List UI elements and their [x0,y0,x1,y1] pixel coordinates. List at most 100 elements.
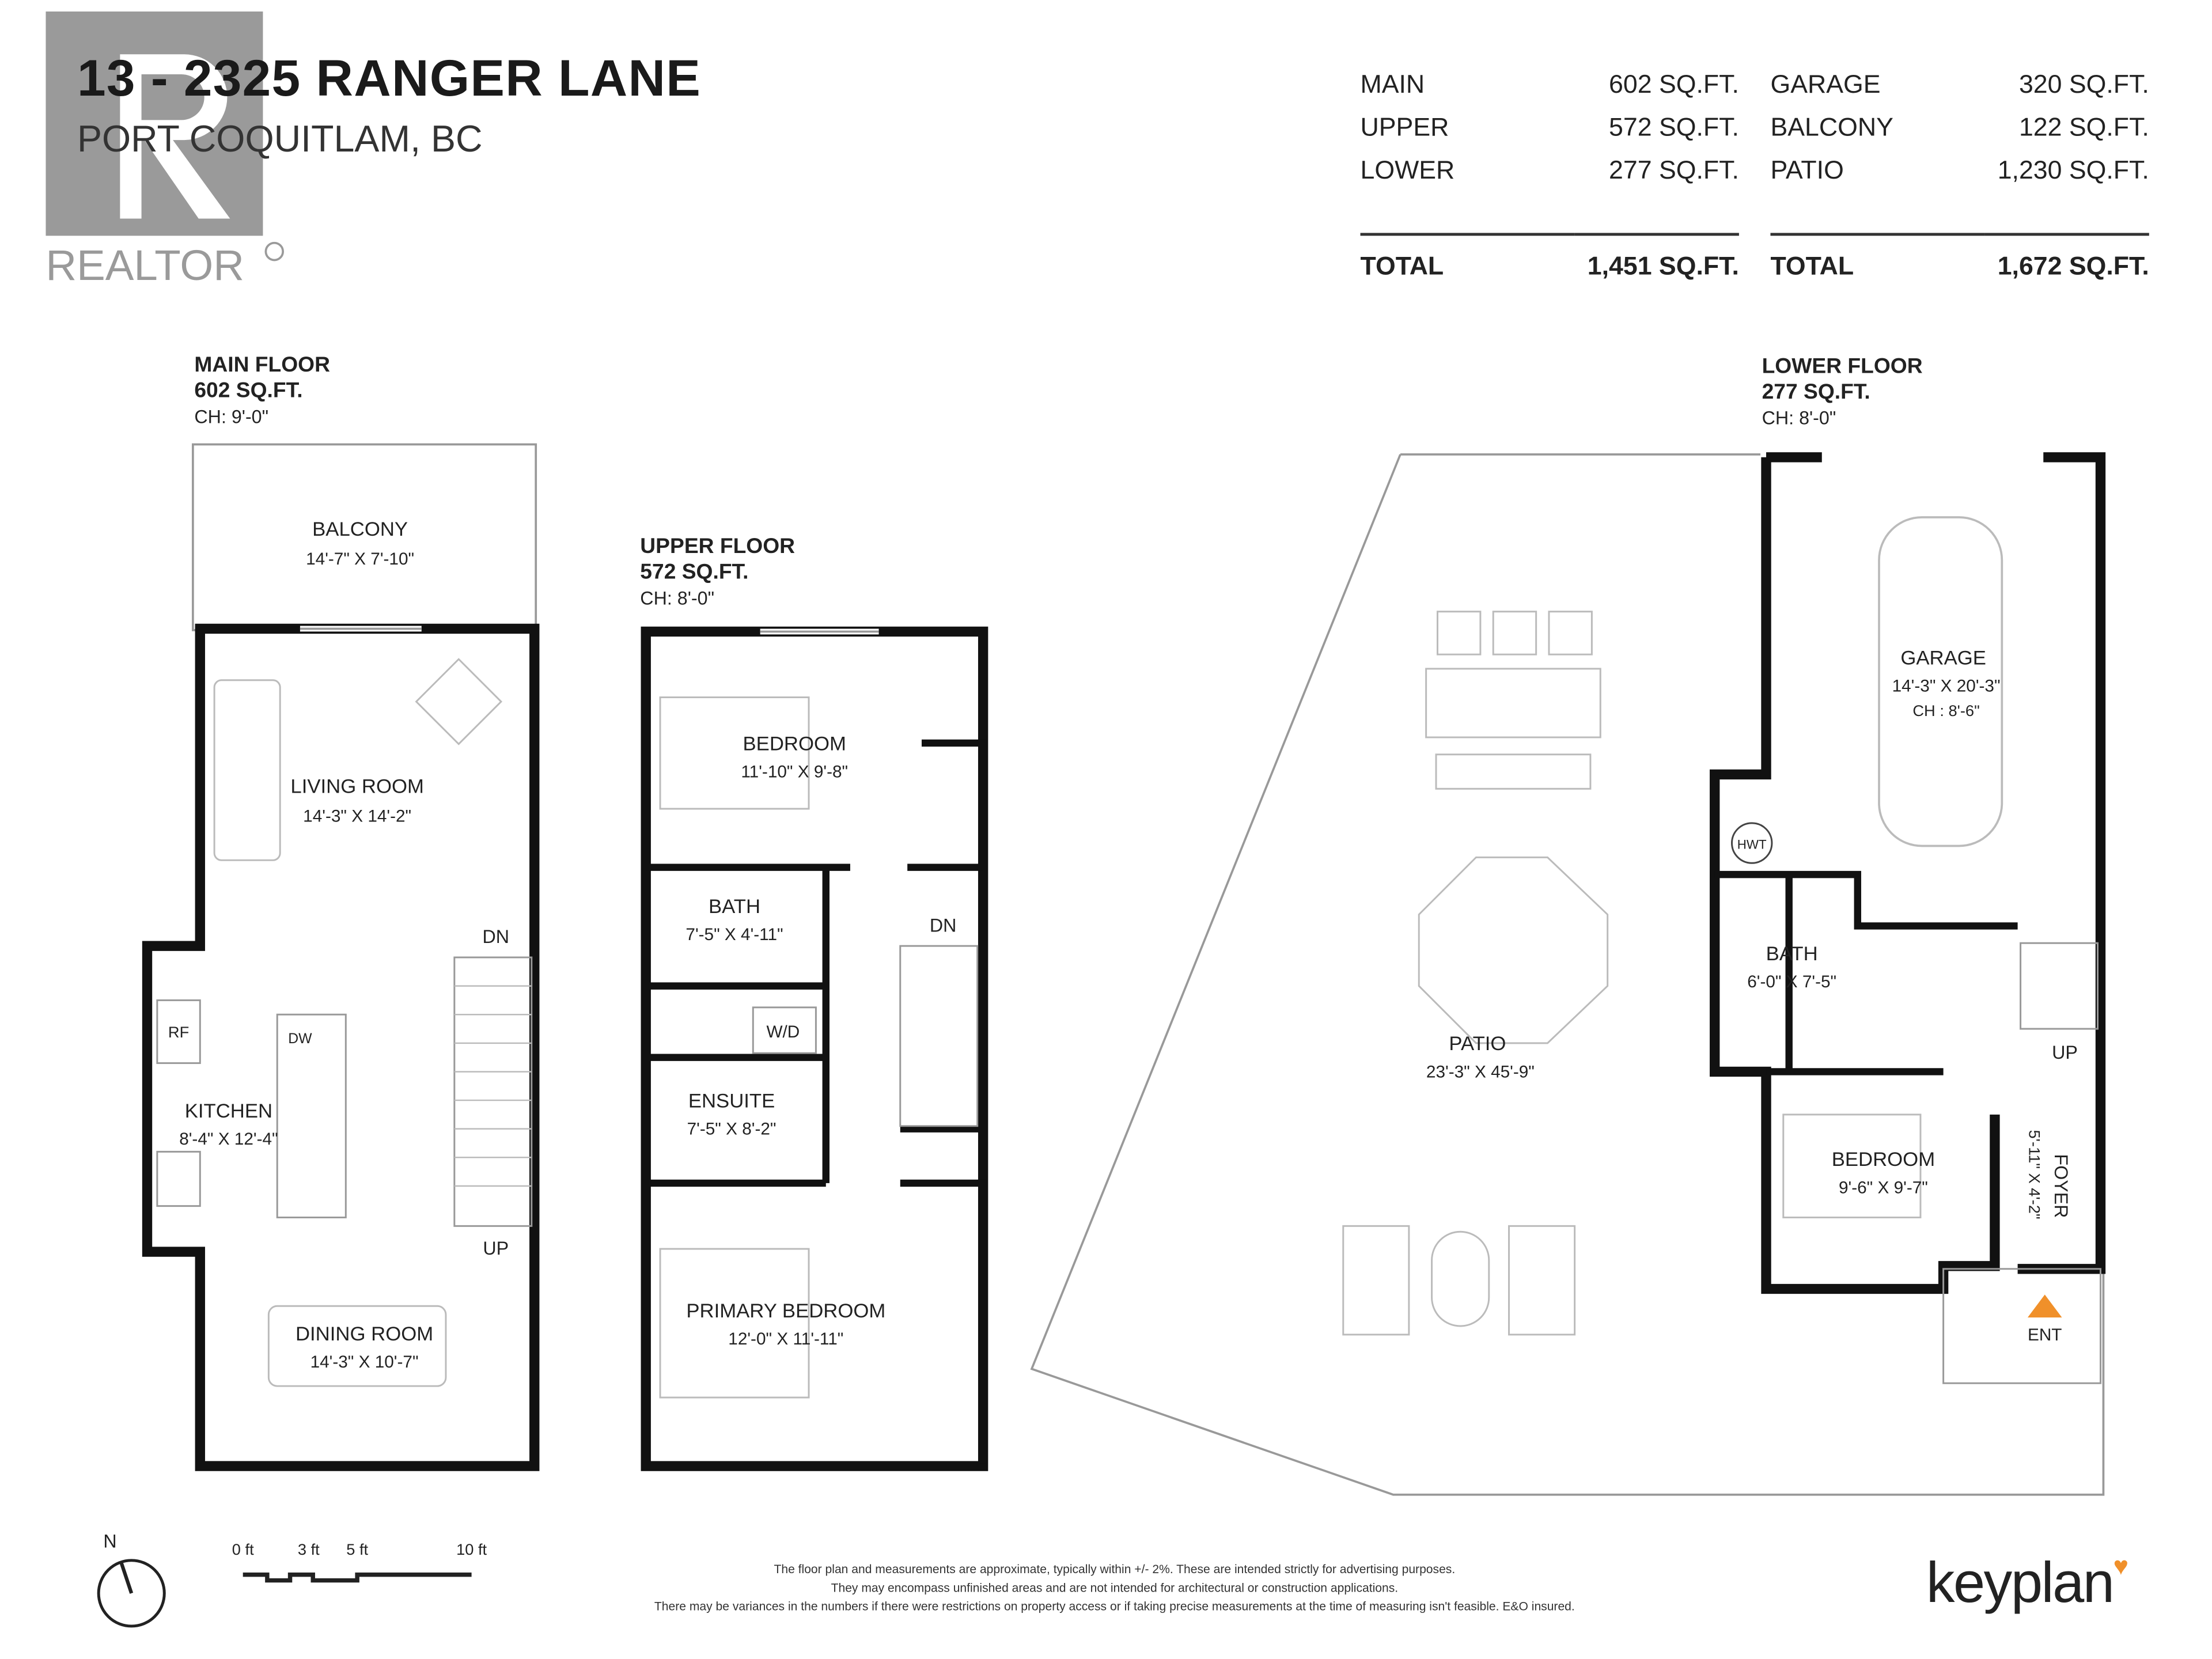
stat-label: BALCONY [1770,112,1893,141]
scale-tick: 0 ft [232,1540,254,1558]
room-name: LIVING ROOM [290,776,424,798]
north-arrow: N [97,1531,166,1628]
room-dims: 7'-5" X 8'-2" [687,1120,777,1139]
kitchen-island [276,1013,347,1218]
disclaimer: The floor plan and measurements are appr… [543,1560,1686,1616]
stove [156,1150,201,1207]
room-name: BEDROOM [743,733,846,755]
armchair [415,658,503,745]
scale-tick: 3 ft [298,1540,320,1558]
lower-floor-heading: LOWER FLOOR 277 SQ.FT. CH: 8'-0" [1762,354,1923,431]
floor-name: MAIN FLOOR [194,353,331,377]
scale-tick: 10 ft [456,1540,487,1558]
room-dims: 5'-11" X 4'-2" [2025,1130,2043,1219]
divider [1770,191,2149,236]
room-name: BATH [709,896,760,918]
stairs-down-label: DN [482,926,509,947]
room-name: PATIO [1449,1033,1506,1055]
room-dims: 12'-0" X 11'-11" [728,1330,843,1349]
property-city: PORT COQUITLAM, BC [77,117,483,160]
north-label: N [103,1531,116,1551]
stat-value: 320 SQ.FT. [2018,69,2149,98]
fridge-label: RF [168,1023,189,1041]
car [1878,516,2003,847]
room-name: BEDROOM [1832,1149,1935,1171]
disclaimer-line: There may be variances in the numbers if… [654,1599,1575,1613]
ceiling-height: CH : 8'-6" [1912,702,1979,719]
room-dims: 7'-5" X 4'-11" [685,925,783,944]
room-name: GARAGE [1900,647,1986,669]
realtor-logo-text: REALTOR [46,241,244,289]
lower-floor-plan: PATIO 23'-3" X 45'-9" GARAGE 14'-3" X 20… [1030,452,2106,1496]
floor-name: UPPER FLOOR [640,534,796,559]
room-name: ENSUITE [688,1090,775,1112]
upper-floor-plan: BEDROOM 11'-10" X 9'-8" BATH 7'-5" X 4'-… [641,626,988,1471]
stat-label: UPPER [1360,112,1449,141]
stat-value: 572 SQ.FT. [1609,112,1739,141]
room-dims: 14'-3" X 20'-3" [1892,677,2001,696]
water-heater [1730,822,1773,864]
room-dims: 14'-3" X 14'-2" [303,806,411,825]
stairs [2020,942,2099,1030]
stat-value: 122 SQ.FT. [2018,112,2149,141]
bed [1782,1113,1922,1218]
dining-table [267,1305,447,1387]
stat-value: 277 SQ.FT. [1609,155,1739,184]
entry-label: ENT [2028,1325,2062,1344]
dishwasher-label: DW [288,1031,312,1047]
stat-label: LOWER [1360,155,1455,184]
floor-area: 602 SQ.FT. [194,378,303,403]
divider [1360,191,1739,236]
stairs [453,956,533,1227]
brand-heart-icon: ♥ [2113,1551,2128,1581]
main-floor-plan: BALCONY 14'-7" X 7'-10" LIVING ROOM 14'-… [142,443,540,1471]
water-heater-label: HWT [1737,837,1767,851]
sofa [213,679,281,861]
keyplan-logo: keyplan♥ [1926,1551,2128,1616]
room-name: KITCHEN [185,1100,272,1122]
room-name: PRIMARY BEDROOM [686,1300,885,1322]
realtor-logo: REALTOR [46,11,285,289]
room-dims: 14'-7" X 7'-10" [306,550,414,569]
property-address: 13 - 2325 RANGER LANE [77,48,702,108]
ceiling-height: CH: 9'-0" [194,406,269,427]
room-dims: 9'-6" X 9'-7" [1839,1178,1928,1197]
ceiling-height: CH: 8'-0" [640,587,715,609]
stairs-up-label: UP [2052,1042,2078,1063]
washer-dryer-label: W/D [766,1022,800,1041]
disclaimer-line: They may encompass unfinished areas and … [831,1580,1399,1595]
main-walls [142,623,540,1471]
room-dims: 23'-3" X 45'-9" [1426,1062,1535,1081]
stat-label: PATIO [1770,155,1844,184]
floor-area: 277 SQ.FT. [1762,380,1870,405]
room-name: DINING ROOM [296,1323,433,1345]
room-name: FOYER [2051,1154,2071,1218]
stat-value: 602 SQ.FT. [1609,69,1739,98]
stairs-down-label: DN [930,915,957,935]
total-value: 1,672 SQ.FT. [1997,251,2149,279]
brand-name: keyplan [1926,1551,2115,1615]
room-dims: 11'-10" X 9'-8" [741,762,848,781]
room-name: BATH [1766,943,1818,965]
total-label: TOTAL [1770,251,1854,279]
entry-landing [1942,1268,2101,1384]
bed [659,696,810,810]
room-dims: 6'-0" X 7'-5" [1747,972,1836,991]
room-dims: 14'-3" X 10'-7" [310,1353,419,1372]
patio-outline [1030,453,2105,1496]
total-label: TOTAL [1360,251,1444,279]
patio-furniture [1342,611,1609,1336]
stairs-up-label: UP [483,1238,509,1259]
disclaimer-line: The floor plan and measurements are appr… [774,1562,1456,1577]
stat-label: GARAGE [1770,69,1881,98]
total-value: 1,451 SQ.FT. [1587,251,1739,279]
floor-area: 572 SQ.FT. [640,560,749,585]
floor-name: LOWER FLOOR [1762,354,1923,379]
room-name: BALCONY [312,518,408,540]
fridge [156,999,201,1065]
entry-arrow-icon [2027,1294,2062,1318]
room-dims: 8'-4" X 12'-4" [179,1130,278,1149]
upper-floor-heading: UPPER FLOOR 572 SQ.FT. CH: 8'-0" [640,535,795,612]
